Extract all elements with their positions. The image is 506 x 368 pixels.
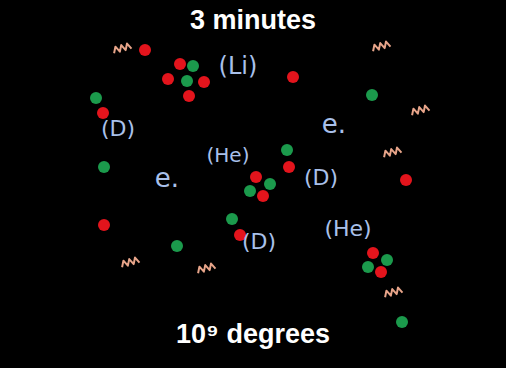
photons [113,41,430,297]
particle-label: e. [155,163,179,193]
caption: 10⁹ degrees [176,319,330,350]
particle-label: (He) [207,143,250,167]
particle-label: (D) [242,229,276,254]
title: 3 minutes [190,5,316,36]
particle-label: (He) [324,216,371,241]
particle-label: (Li) [219,52,258,80]
particle-label: (D) [101,116,135,141]
particle-label: e. [322,109,346,139]
neutrons [90,60,408,328]
protons [97,44,412,278]
particle-label: (D) [304,165,338,190]
